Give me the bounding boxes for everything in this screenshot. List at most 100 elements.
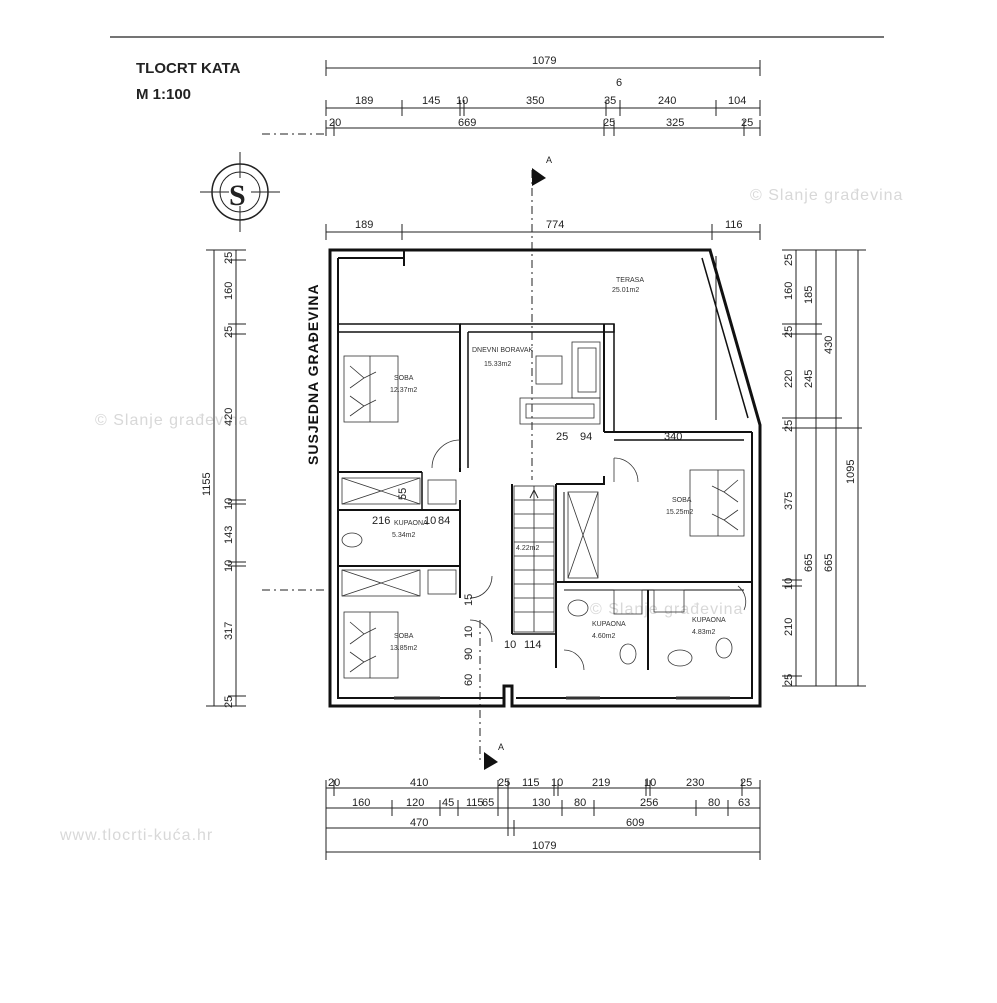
dim-interior: 60 <box>463 674 475 686</box>
dim-top: 774 <box>546 219 564 231</box>
dim-interior: 114 <box>524 639 542 651</box>
dim-right: 185 <box>803 286 815 304</box>
bed-icon <box>343 611 399 679</box>
dim-bottom: 410 <box>410 777 428 789</box>
dim-top: 189 <box>355 95 373 107</box>
dim-bottom: 219 <box>592 777 610 789</box>
dim-right: 25 <box>783 326 795 338</box>
dim-top: 669 <box>458 117 476 129</box>
dim-right: 160 <box>783 282 795 300</box>
room-area-bedroom-2: 15.25m2 <box>666 509 693 516</box>
dim-top: 116 <box>725 219 743 231</box>
dim-top-small: 6 <box>616 77 622 89</box>
dim-top: 145 <box>422 95 440 107</box>
bottom-dimension-chains <box>325 780 761 860</box>
bed-icon <box>343 355 399 423</box>
dim-top: 104 <box>728 95 746 107</box>
dim-right: 210 <box>783 618 795 636</box>
room-name-bedroom-1: SOBA <box>394 375 414 382</box>
dim-interior: 15 <box>463 594 475 606</box>
plan-scale: M 1:100 <box>136 86 191 103</box>
dim-interior: 55 <box>397 488 409 500</box>
dim-left: 420 <box>223 408 235 426</box>
room-area-terrace: 25.01m2 <box>612 287 639 294</box>
dim-bottom: 10 <box>551 777 563 789</box>
dim-bottom: 115 <box>466 797 484 809</box>
dim-left: 143 <box>223 526 235 544</box>
dim-left: 25 <box>223 252 235 264</box>
room-name-bedroom-2: SOBA <box>672 497 692 504</box>
dim-left-total: 1155 <box>201 472 213 496</box>
dim-top: 20 <box>329 117 341 129</box>
dim-interior: 90 <box>463 648 475 660</box>
dim-left: 25 <box>223 696 235 708</box>
room-name-bathroom-1: KUPAONA <box>394 520 428 527</box>
section-arrow-icon <box>532 168 546 186</box>
dim-bottom-total: 1079 <box>532 840 556 852</box>
room-labels: TERASA 25.01m2 DNEVNI BORAVAK 15.33m2 SO… <box>390 277 726 652</box>
watermark: © Slanje građevina <box>750 187 903 204</box>
dim-bottom: 63 <box>738 797 750 809</box>
dim-interior: 10 <box>463 626 475 638</box>
dim-left: 25 <box>223 326 235 338</box>
dim-right-total: 1095 <box>845 460 857 484</box>
dim-interior: 94 <box>580 431 592 443</box>
dim-top-total: 1079 <box>532 55 556 67</box>
dim-bottom: 130 <box>532 797 550 809</box>
bathroom-fixtures-icon <box>341 479 733 667</box>
dim-left: 160 <box>223 282 235 300</box>
dim-left: 10 <box>223 498 235 510</box>
dim-bottom: 115 <box>522 777 540 789</box>
left-dimension-chain <box>206 249 246 707</box>
dim-right: 25 <box>783 254 795 266</box>
dim-bottom: 160 <box>352 797 370 809</box>
left-dimension-labels: 25 160 25 420 10 143 10 317 25 1155 <box>201 252 235 708</box>
orientation-symbol-icon: S <box>200 152 280 232</box>
watermark: © Slanje građevina <box>590 601 743 618</box>
bed-icon <box>689 469 745 537</box>
bottom-dimension-labels: 20 410 25 115 10 219 10 230 25 160 120 4… <box>328 777 752 852</box>
room-area-living: 15.33m2 <box>484 361 511 368</box>
top-dimension-labels: 1079 6 189 145 10 350 35 240 104 20 669 … <box>329 55 753 231</box>
dim-bottom: 20 <box>328 777 340 789</box>
section-label: A <box>498 742 504 752</box>
room-name-terrace: TERASA <box>616 277 644 284</box>
dim-interior: 340 <box>664 431 682 443</box>
walls <box>328 248 762 708</box>
room-area-bathroom-1: 5.34m2 <box>392 532 415 539</box>
dim-bottom: 45 <box>442 797 454 809</box>
dim-bottom: 65 <box>482 797 494 809</box>
dim-bottom: 25 <box>740 777 752 789</box>
dim-right: 25 <box>783 420 795 432</box>
neighbor-building-label: SUSJEDNA GRAĐEVINA <box>305 283 321 465</box>
sofa-icon <box>519 341 601 425</box>
dim-interior: 10 <box>424 515 436 527</box>
top-dimension-chains <box>325 60 761 240</box>
dim-right: 220 <box>783 370 795 388</box>
plan-title: TLOCRT KATA <box>136 60 241 77</box>
dim-top: 325 <box>666 117 684 129</box>
orientation-letter: S <box>229 179 246 212</box>
door-swing-icon <box>394 439 747 700</box>
dim-top: 350 <box>526 95 544 107</box>
dim-top: 189 <box>355 219 373 231</box>
dim-right: 375 <box>783 492 795 510</box>
dim-top: 25 <box>741 117 753 129</box>
right-dimension-labels: 25 160 25 220 25 375 10 210 25 185 245 6… <box>783 254 857 686</box>
dim-right: 430 <box>823 336 835 354</box>
room-name-living: DNEVNI BORAVAK <box>472 347 534 354</box>
dim-right: 10 <box>783 578 795 590</box>
room-name-bathroom-2: KUPAONA <box>592 621 626 628</box>
right-dimension-chains <box>782 249 866 687</box>
room-name-bedroom-3: SOBA <box>394 633 414 640</box>
dim-right: 665 <box>823 554 835 572</box>
room-name-bathroom-3: KUPAONA <box>692 617 726 624</box>
dim-interior: 25 <box>556 431 568 443</box>
dim-top: 25 <box>603 117 615 129</box>
dim-right: 245 <box>803 370 815 388</box>
dim-left: 10 <box>223 560 235 572</box>
room-area-bedroom-1: 12.37m2 <box>390 387 417 394</box>
dim-bottom: 80 <box>574 797 586 809</box>
dim-bottom: 230 <box>686 777 704 789</box>
